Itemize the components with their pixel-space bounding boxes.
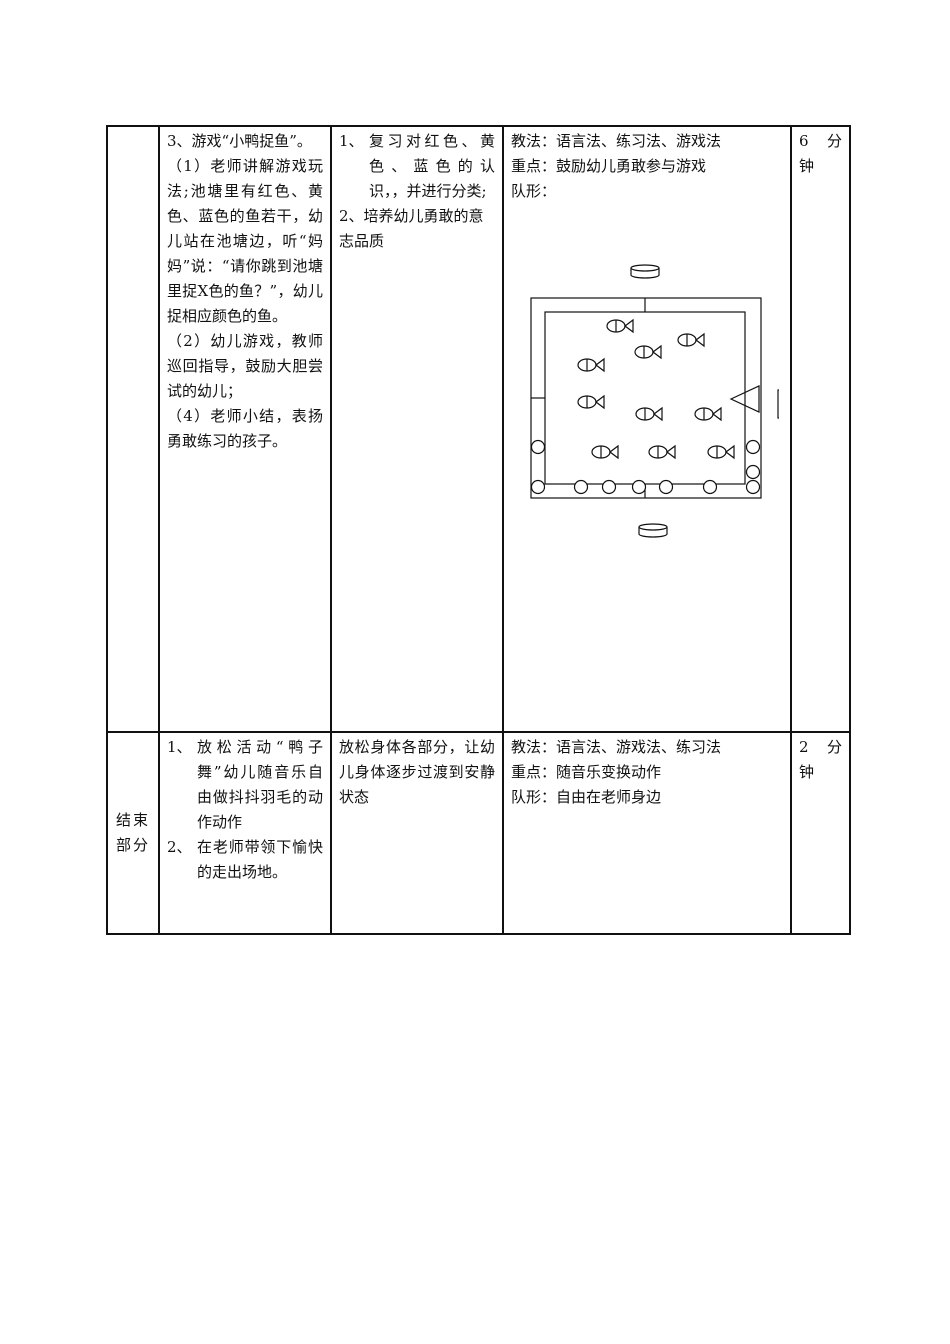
fish-icon: [677, 332, 705, 348]
child-icon: [702, 479, 718, 495]
child-icon: [745, 439, 761, 455]
children-layer: [530, 439, 761, 495]
section-label-cell: 结束部分: [106, 731, 160, 935]
table-row-ending: 结束部分 1、 放松活动“鸭子舞”幼儿随音乐自由做抖抖羽毛的动作动作 2、 在老…: [106, 731, 851, 935]
list-item: 2、 在老师带领下愉快的走出场地。: [167, 835, 323, 885]
child-icon: [573, 479, 589, 495]
fish-icon: [634, 344, 662, 360]
game-step-2: （2）幼儿游戏，教师巡回指导，鼓励大胆尝试的幼儿；: [167, 332, 323, 400]
list-item: 1、 放松活动“鸭子舞”幼儿随音乐自由做抖抖羽毛的动作动作: [167, 735, 323, 835]
lesson-plan-table: 3、游戏“小鸭捉鱼”。 （1）老师讲解游戏玩法;池塘里有红色、黄色、蓝色的鱼若干…: [106, 125, 851, 935]
time-unit: 分: [826, 132, 842, 150]
teaching-focus: 重点：随音乐变换动作: [511, 763, 662, 781]
child-icon: [745, 479, 761, 495]
time-number: 6: [799, 132, 809, 150]
goals-cell: 放松身体各部分，让幼儿身体逐步过渡到安静状态: [330, 731, 504, 935]
goal-number: 1、: [339, 132, 364, 150]
child-icon: [530, 439, 546, 455]
fish-icon: [707, 444, 735, 460]
time-unit-2: 钟: [799, 763, 815, 781]
item-number: 2、: [167, 838, 192, 856]
mat-icon: [638, 523, 668, 538]
fish-layer: [577, 318, 735, 460]
teacher-icon: [729, 385, 760, 413]
formation-label: 队形：: [511, 182, 557, 200]
goal-text: 放松身体各部分，让幼儿身体逐步过渡到安静状态: [339, 738, 495, 806]
goal-text: 复习对红色、黄色、蓝色的认识，，并进行分类;: [369, 132, 495, 200]
goal-item: 1、 复习对红色、黄色、蓝色的认识，，并进行分类;: [339, 129, 495, 204]
time-unit: 分: [826, 738, 842, 756]
fish-icon: [591, 444, 619, 460]
method-cell: 教法：语言法、练习法、游戏法 重点：鼓励幼儿勇敢参与游戏 队形：: [502, 125, 792, 733]
item-text: 在老师带领下愉快的走出场地。: [197, 838, 323, 881]
mat-icon: [777, 389, 779, 419]
teaching-focus: 重点：鼓励幼儿勇敢参与游戏: [511, 157, 707, 175]
item-number: 1、: [167, 738, 192, 756]
fish-icon: [606, 318, 634, 334]
game-step-4: （4）老师小结，表扬勇敢练习的孩子。: [167, 407, 323, 450]
goals-cell: 1、 复习对红色、黄色、蓝色的认识，，并进行分类; 2、培养幼儿勇敢的意志品质: [330, 125, 504, 733]
item-text: 放松活动“鸭子舞”幼儿随音乐自由做抖抖羽毛的动作动作: [197, 738, 323, 831]
method-cell: 教法：语言法、游戏法、练习法 重点：随音乐变换动作 队形：自由在老师身边: [502, 731, 792, 935]
time-number: 2: [799, 738, 809, 756]
goal-text: 培养幼儿勇敢的意志品质: [339, 207, 484, 250]
fish-icon: [648, 444, 676, 460]
goal-number: 2、: [339, 207, 364, 225]
table-row-game: 3、游戏“小鸭捉鱼”。 （1）老师讲解游戏玩法;池塘里有红色、黄色、蓝色的鱼若干…: [106, 125, 851, 733]
time-unit-2: 钟: [799, 157, 815, 175]
teaching-method: 教法：语言法、练习法、游戏法: [511, 132, 722, 150]
game-title: 3、游戏“小鸭捉鱼”。: [167, 132, 312, 150]
child-icon: [601, 479, 617, 495]
fish-icon: [694, 406, 722, 422]
content-cell: 3、游戏“小鸭捉鱼”。 （1）老师讲解游戏玩法;池塘里有红色、黄色、蓝色的鱼若干…: [158, 125, 332, 733]
child-icon: [658, 479, 674, 495]
fish-icon: [635, 406, 663, 422]
section-label-cell: [106, 125, 160, 733]
child-icon: [745, 464, 761, 480]
content-cell: 1、 放松活动“鸭子舞”幼儿随音乐自由做抖抖羽毛的动作动作 2、 在老师带领下愉…: [158, 731, 332, 935]
formation-label: 队形：自由在老师身边: [511, 788, 662, 806]
game-step-1: （1）老师讲解游戏玩法;池塘里有红色、黄色、蓝色的鱼若干，幼儿站在池塘边，听“妈…: [167, 157, 323, 325]
pond-frame: [530, 297, 762, 499]
child-icon: [631, 479, 647, 495]
teaching-method: 教法：语言法、游戏法、练习法: [511, 738, 722, 756]
child-icon: [530, 479, 546, 495]
fish-icon: [577, 357, 605, 373]
goal-item: 2、培养幼儿勇敢的意志品质: [339, 204, 495, 254]
fish-icon: [577, 394, 605, 410]
formation-diagram: [530, 264, 779, 538]
mat-icon: [630, 264, 660, 279]
